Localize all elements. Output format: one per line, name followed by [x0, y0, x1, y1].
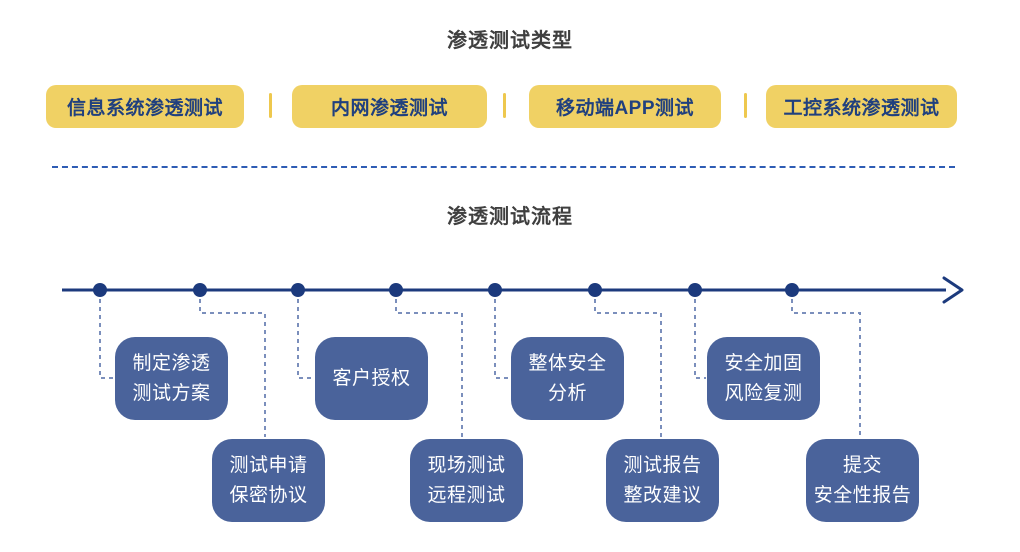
flow-step-client-authorization: 客户授权 — [315, 337, 428, 420]
connector-step-3 — [297, 299, 314, 379]
flow-step-line: 安全性报告 — [813, 485, 912, 506]
dashed-separator — [52, 166, 955, 168]
type-box-info-system: 信息系统渗透测试 — [46, 85, 244, 128]
flow-step-report-suggestions: 测试报告 整改建议 — [606, 439, 719, 522]
type-box-label: 工控系统渗透测试 — [783, 98, 940, 119]
timeline-dot-1 — [93, 283, 107, 297]
flow-step-line: 整体安全 — [528, 353, 607, 374]
type-box-mobile-app: 移动端APP测试 — [529, 85, 721, 128]
flow-section-title: 渗透测试流程 — [447, 206, 573, 228]
connector-step-1 — [99, 299, 114, 379]
connector-step-8 — [791, 299, 861, 437]
type-box-ics: 工控系统渗透测试 — [766, 85, 957, 128]
flow-step-line: 制定渗透 — [132, 353, 211, 374]
timeline-dot-6 — [588, 283, 602, 297]
timeline-dot-8 — [785, 283, 799, 297]
flow-step-overall-security-analysis: 整体安全 分析 — [511, 337, 624, 420]
flow-step-line: 安全加固 — [724, 353, 803, 374]
flow-step-line: 测试报告 — [623, 455, 702, 476]
flow-step-line: 整改建议 — [623, 485, 702, 506]
timeline-dot-5 — [488, 283, 502, 297]
type-box-label: 内网渗透测试 — [330, 98, 448, 119]
flow-step-line: 风险复测 — [724, 383, 803, 404]
type-box-label: 移动端APP测试 — [555, 98, 695, 119]
type-divider — [744, 93, 747, 118]
flow-step-plan: 制定渗透 测试方案 — [115, 337, 228, 420]
connector-step-7 — [694, 299, 706, 379]
flow-step-line: 保密协议 — [229, 485, 308, 506]
timeline-dot-2 — [193, 283, 207, 297]
type-divider — [503, 93, 506, 118]
flow-step-line: 测试方案 — [132, 383, 211, 404]
flow-step-submit-security-report: 提交 安全性报告 — [806, 439, 919, 522]
types-section-title: 渗透测试类型 — [447, 30, 573, 52]
flow-step-onsite-remote-testing: 现场测试 远程测试 — [410, 439, 523, 522]
flow-step-line: 分析 — [547, 383, 587, 404]
flow-step-hardening-retest: 安全加固 风险复测 — [707, 337, 820, 420]
type-divider — [269, 93, 272, 118]
flow-step-line: 远程测试 — [427, 485, 506, 506]
flow-step-application-nda: 测试申请 保密协议 — [212, 439, 325, 522]
flow-step-line: 客户授权 — [332, 368, 411, 389]
flow-step-line: 测试申请 — [229, 455, 308, 476]
connector-step-5 — [494, 299, 510, 379]
flow-step-line: 现场测试 — [427, 455, 506, 476]
flow-step-line: 提交 — [842, 455, 882, 476]
type-box-label: 信息系统渗透测试 — [66, 98, 223, 119]
timeline-dot-7 — [688, 283, 702, 297]
timeline-dot-4 — [389, 283, 403, 297]
type-box-intranet: 内网渗透测试 — [292, 85, 487, 128]
arrow-head-icon — [942, 276, 964, 304]
timeline-dot-3 — [291, 283, 305, 297]
